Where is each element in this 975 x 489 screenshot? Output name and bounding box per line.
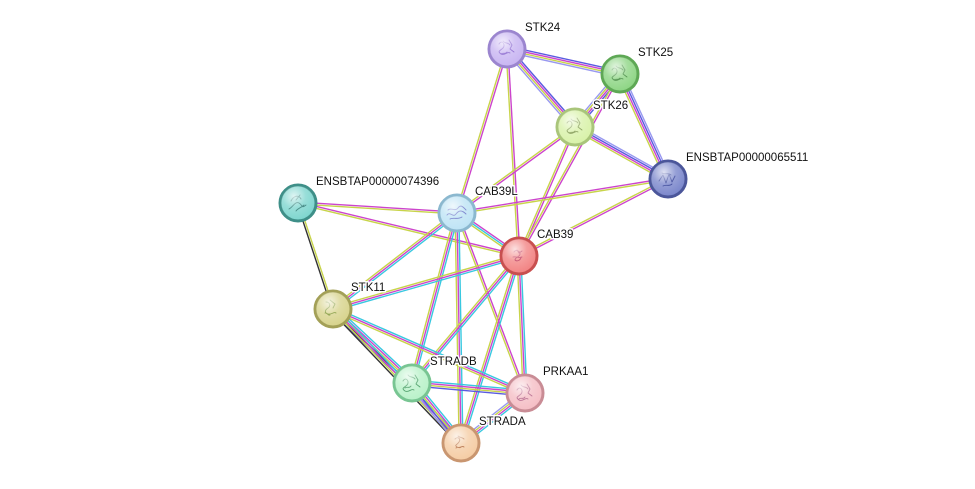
evidence-line[interactable]	[332, 308, 526, 394]
evidence-line[interactable]	[517, 73, 620, 256]
node-highlight	[603, 57, 637, 91]
evidence-line[interactable]	[517, 126, 575, 256]
node-label: STRADA	[479, 416, 526, 428]
edge-cab39-stk11[interactable]	[332, 253, 520, 312]
node-stk11[interactable]: STK11	[313, 281, 387, 329]
evidence-line[interactable]	[516, 256, 524, 394]
evidence-line[interactable]	[519, 74, 622, 257]
evidence-line[interactable]	[457, 179, 669, 215]
evidence-line[interactable]	[332, 212, 458, 310]
node-cab39l[interactable]: CAB39L	[437, 185, 520, 233]
node-ensbtap00000074396[interactable]: ENSBTAP00000074396	[278, 175, 441, 223]
evidence-line[interactable]	[455, 213, 525, 394]
node-highlight	[444, 426, 478, 460]
evidence-line[interactable]	[505, 49, 519, 257]
evidence-line[interactable]	[331, 310, 525, 396]
evidence-line[interactable]	[519, 179, 669, 258]
evidence-line[interactable]	[333, 306, 527, 392]
evidence-line[interactable]	[456, 125, 575, 213]
node-ensbtap00000065511[interactable]: ENSBTAP00000065511	[648, 151, 810, 199]
node-strada[interactable]: STRADA	[441, 415, 527, 463]
node-highlight	[281, 186, 315, 220]
evidence-line[interactable]	[462, 256, 522, 444]
evidence-line[interactable]	[411, 212, 458, 384]
node-label: STK26	[593, 100, 628, 112]
node-label: ENSBTAP00000065511	[686, 152, 808, 164]
node-highlight	[440, 196, 474, 230]
node-highlight	[395, 366, 429, 400]
node-highlight	[490, 32, 524, 66]
evidence-line[interactable]	[298, 201, 520, 256]
edge-ensbtap00000065511-cab39l[interactable]	[456, 177, 669, 215]
evidence-line[interactable]	[456, 177, 668, 213]
evidence-line[interactable]	[413, 213, 460, 384]
edge-cab39-stradb[interactable]	[410, 254, 521, 385]
evidence-line[interactable]	[455, 48, 507, 213]
edge-cab39l-prkaa1[interactable]	[455, 212, 527, 394]
node-label: STK11	[351, 282, 385, 294]
edge-stk24-cab39l[interactable]	[455, 48, 509, 214]
node-label: ENSBTAP00000074396	[316, 176, 439, 188]
node-highlight	[502, 239, 536, 273]
evidence-line[interactable]	[518, 177, 668, 256]
node-label: PRKAA1	[543, 366, 588, 378]
edge-stk25-cab39[interactable]	[517, 73, 622, 257]
evidence-line[interactable]	[457, 49, 509, 214]
edge-stk11-prkaa1[interactable]	[331, 306, 527, 396]
node-label: CAB39L	[475, 186, 518, 198]
node-cab39[interactable]: CAB39	[499, 228, 575, 276]
node-highlight	[508, 376, 542, 410]
edge-stk24-cab39[interactable]	[505, 48, 521, 257]
node-label: CAB39	[537, 229, 573, 241]
edge-cab39-strada[interactable]	[458, 255, 522, 444]
evidence-line[interactable]	[520, 255, 528, 393]
evidence-line[interactable]	[298, 201, 458, 213]
nodes-layer: STK24 STK25 STK26 ENSBTAP00000065511	[278, 21, 810, 463]
node-prkaa1[interactable]: PRKAA1	[505, 365, 590, 413]
node-stradb[interactable]: STRADB	[392, 355, 478, 403]
evidence-line[interactable]	[412, 256, 521, 385]
edge-ensbtap00000074396-cab39[interactable]	[297, 201, 520, 258]
evidence-line[interactable]	[460, 255, 520, 444]
edge-ensbtap00000065511-cab39[interactable]	[518, 177, 669, 258]
evidence-line[interactable]	[454, 213, 460, 444]
evidence-line[interactable]	[457, 212, 527, 393]
evidence-line[interactable]	[507, 48, 521, 256]
node-stk25[interactable]: STK25	[600, 46, 675, 94]
edge-cab39l-stradb[interactable]	[409, 212, 460, 384]
node-label: STK25	[638, 47, 673, 59]
evidence-line[interactable]	[297, 203, 519, 258]
node-stk26[interactable]: STK26	[555, 99, 630, 147]
evidence-line[interactable]	[331, 210, 457, 309]
node-highlight	[651, 162, 685, 196]
evidence-line[interactable]	[333, 213, 459, 312]
evidence-line[interactable]	[332, 255, 520, 310]
node-label: STRADB	[430, 356, 477, 368]
node-label: STK24	[525, 22, 561, 34]
node-highlight	[558, 110, 592, 144]
evidence-line[interactable]	[409, 212, 456, 383]
edge-ensbtap00000074396-cab39l[interactable]	[297, 201, 458, 215]
evidence-line[interactable]	[458, 255, 518, 443]
edge-cab39l-stk11[interactable]	[331, 210, 459, 312]
evidence-line[interactable]	[457, 127, 576, 215]
edge-cab39-prkaa1[interactable]	[516, 255, 528, 394]
evidence-line[interactable]	[333, 257, 520, 312]
node-stk24[interactable]: STK24	[487, 21, 562, 69]
evidence-line[interactable]	[411, 255, 520, 384]
evidence-line[interactable]	[410, 254, 519, 383]
evidence-line[interactable]	[518, 255, 526, 394]
evidence-line[interactable]	[297, 203, 457, 215]
node-highlight	[316, 292, 350, 326]
evidence-line[interactable]	[332, 253, 519, 308]
edge-stk26-cab39l[interactable]	[456, 125, 576, 215]
